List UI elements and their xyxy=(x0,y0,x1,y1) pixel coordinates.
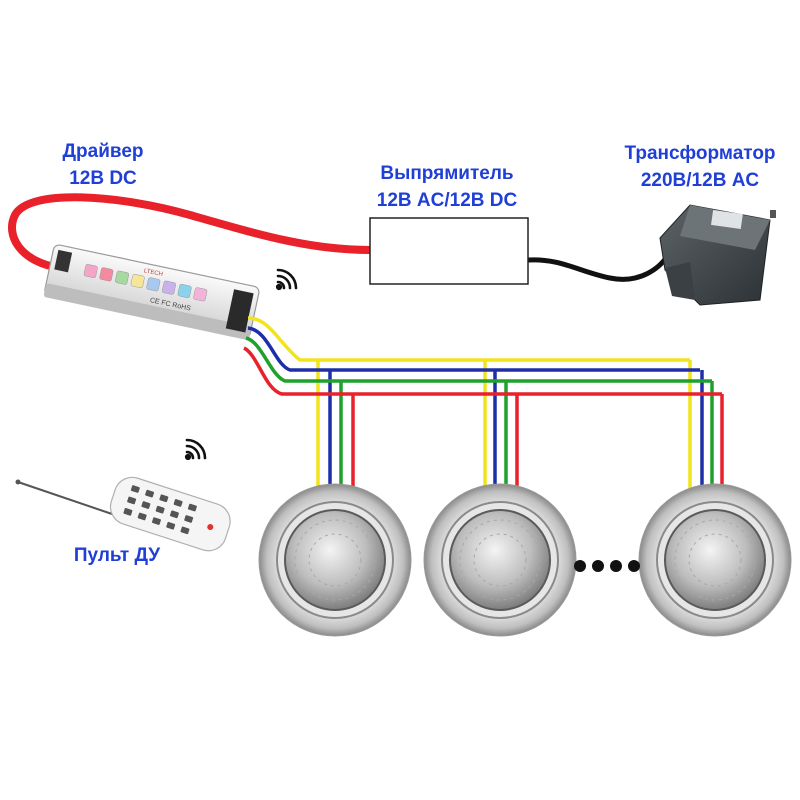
power-cable-red xyxy=(8,193,374,272)
ellipsis-dots-icon xyxy=(574,560,640,572)
remote-control xyxy=(15,476,231,552)
wire-blue xyxy=(247,326,704,492)
label-transformer-line2: 220В/12В AC xyxy=(641,170,760,191)
label-transformer-line1: Трансформатор xyxy=(624,143,775,164)
driver-brand: LTECH xyxy=(143,268,163,278)
pool-lamp xyxy=(638,483,792,637)
wire-green xyxy=(245,336,714,492)
label-rectifier-line1: Выпрямитель xyxy=(380,163,513,184)
wifi-signal-icon xyxy=(184,438,207,461)
pool-lamp xyxy=(258,483,412,637)
power-cable-black xyxy=(525,252,671,282)
driver-controller: LTECH CE FC RoHS xyxy=(43,244,260,340)
transformer-unit xyxy=(659,204,776,306)
rectifier-box xyxy=(369,217,529,285)
wifi-signal-icon xyxy=(275,268,298,291)
driver-buttons xyxy=(83,264,208,302)
wire-yellow xyxy=(247,316,692,490)
rgb-wires xyxy=(242,316,724,492)
wire-red xyxy=(242,346,724,492)
pool-lamp xyxy=(423,483,577,637)
label-remote: Пульт ДУ xyxy=(74,545,160,566)
label-rectifier-line2: 12В AC/12В DC xyxy=(377,190,518,211)
label-driver-line2: 12В DC xyxy=(69,168,137,189)
label-driver-line1: Драйвер xyxy=(63,141,144,162)
